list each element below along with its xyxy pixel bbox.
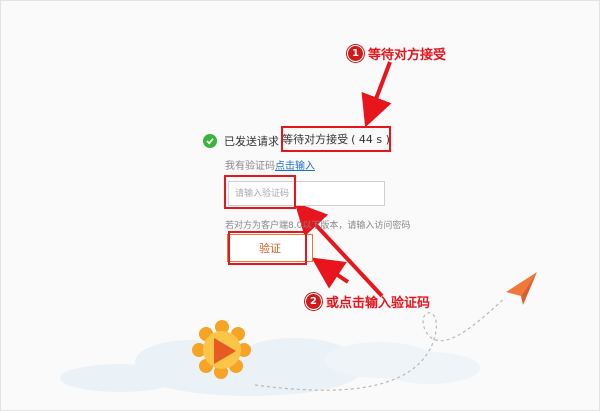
click-to-enter-link[interactable]: 点击输入 [275, 161, 315, 172]
arrow-2b [294, 202, 384, 298]
have-code-prefix: 我有验证码 [225, 161, 275, 172]
verification-code-input[interactable] [228, 181, 385, 206]
callout-1: 1 等待对方接受 [347, 44, 446, 63]
paper-plane-icon [506, 272, 537, 305]
check-circle-icon [203, 134, 217, 148]
dotted-trail [254, 297, 506, 391]
cloud-left [60, 338, 360, 396]
callout-number-badge: 2 [305, 293, 322, 310]
cloud-right [325, 342, 480, 384]
password-hint: 若对方为客户端8.0以下版本，请输入访问密码 [225, 221, 411, 231]
request-status: 已发送请求 [203, 132, 279, 150]
verify-button-highlight [228, 231, 307, 265]
callout-text: 或点击输入验证码 [326, 296, 431, 311]
arrow-1 [361, 61, 392, 128]
countdown: ( 44 s ) [351, 132, 390, 146]
waiting-status: 等待对方接受 ( 44 s ) [281, 126, 391, 152]
sun-mascot-icon [192, 320, 251, 379]
code-input-highlight [224, 175, 296, 209]
callout-number-badge: 1 [347, 45, 364, 62]
have-code-line: 我有验证码点击输入 [225, 157, 315, 172]
callout-text: 等待对方接受 [368, 48, 447, 63]
callout-2: 2 或点击输入验证码 [305, 292, 430, 311]
arrow-2a [311, 257, 350, 289]
request-sent-label: 已发送请求 [224, 135, 279, 148]
verify-button[interactable]: 验证 [227, 234, 313, 262]
waiting-label: 等待对方接受 [282, 133, 349, 146]
